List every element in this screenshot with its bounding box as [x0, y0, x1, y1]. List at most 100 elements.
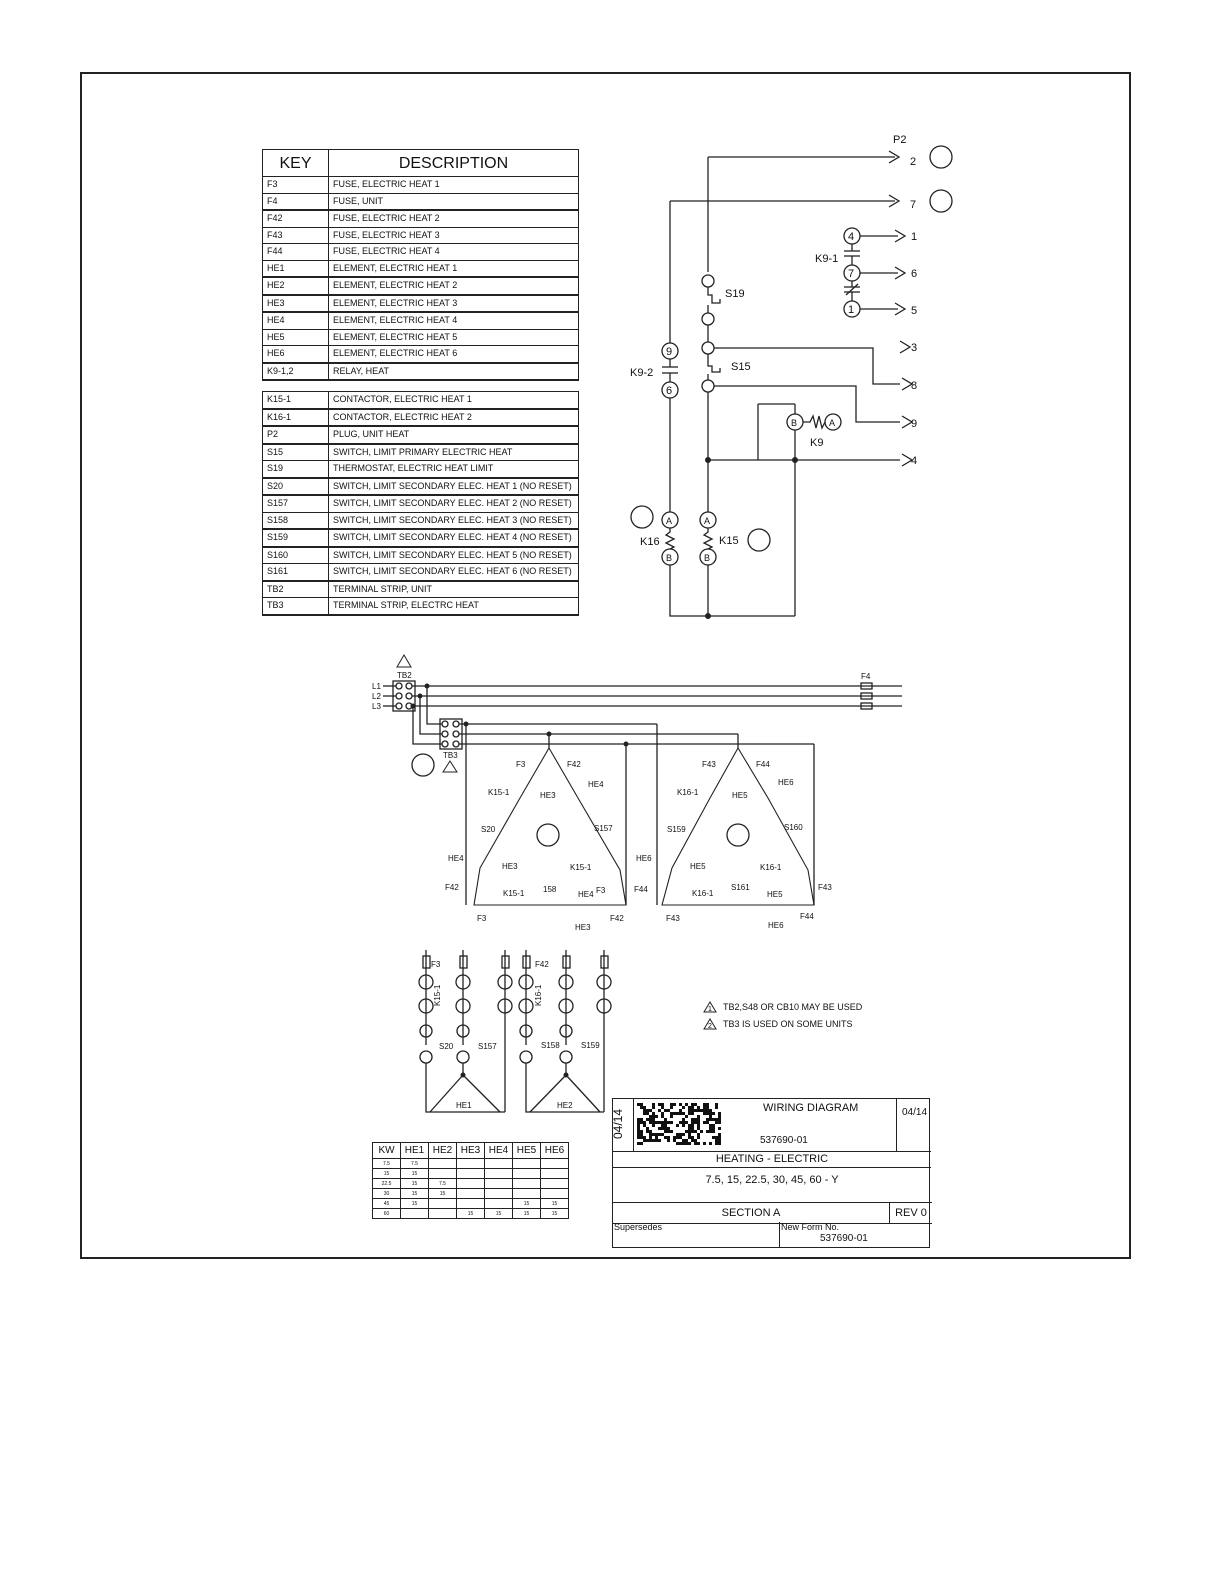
k16-terminal-b: B [666, 553, 672, 563]
kw-cell [512, 1178, 541, 1189]
key-code: HE1 [262, 259, 329, 278]
kw-cell [512, 1188, 541, 1199]
kw-cell: 45 [372, 1198, 401, 1209]
date-label: 04/14 [902, 1107, 928, 1118]
lower-he2: HE2 [557, 1101, 573, 1110]
kw-header: HE5 [512, 1142, 541, 1159]
kw-cell [428, 1168, 457, 1179]
kw-cell [484, 1168, 513, 1179]
d1-f42-left: F42 [445, 883, 459, 892]
pin-4: 4 [911, 455, 917, 467]
kw-cell [456, 1158, 485, 1169]
drawing-border [80, 72, 1131, 1259]
d2-f44: F44 [756, 760, 770, 769]
d1-he3-bottom: HE3 [575, 923, 591, 932]
key-description: ELEMENT, ELECTRIC HEAT 3 [328, 294, 579, 313]
key-header: KEY [262, 149, 329, 177]
kw-cell: 22.5 [372, 1178, 401, 1189]
key-code: K9-1,2 [262, 362, 329, 381]
pin-7: 7 [910, 199, 916, 211]
lower-k15-1: K15-1 [433, 984, 442, 1006]
d2-he5-bottom: HE5 [767, 890, 783, 899]
kw-cell [540, 1178, 569, 1189]
d1-he4-left: HE4 [448, 854, 464, 863]
d2-f43-right: F43 [818, 883, 832, 892]
d2-he6-bottom: HE6 [768, 921, 784, 930]
key-description: ELEMENT, ELECTRIC HEAT 6 [328, 345, 579, 364]
part-number: 537690-01 [760, 1135, 808, 1146]
title-label: WIRING DIAGRAM [763, 1102, 859, 1114]
d2-s159: S159 [667, 825, 686, 834]
kw-cell: 15 [400, 1188, 429, 1199]
kw-header: HE2 [428, 1142, 457, 1159]
k9-label: K9 [810, 437, 823, 449]
d2-he6-left: HE6 [636, 854, 652, 863]
key-description: CONTACTOR, ELECTRIC HEAT 2 [328, 408, 579, 427]
key-description: RELAY, HEAT [328, 362, 579, 381]
k9-1-label: K9-1 [815, 253, 838, 265]
kw-cell [540, 1168, 569, 1179]
key-description: SWITCH, LIMIT SECONDARY ELEC. HEAT 3 (NO… [328, 511, 579, 530]
barcode-2d-icon [637, 1103, 721, 1145]
d2-k16-1: K16-1 [677, 788, 699, 797]
kw-cell: 15 [456, 1208, 485, 1219]
supersedes-label: Supersedes [614, 1222, 663, 1232]
subject-label: HEATING - ELECTRIC [613, 1151, 931, 1168]
kw-cell [512, 1168, 541, 1179]
tb3-label: TB3 [443, 751, 458, 760]
d1-k15-1-bottom: K15-1 [503, 889, 525, 898]
d2-k16-1-right: K16-1 [760, 863, 782, 872]
kw-cell: 7.5 [400, 1158, 429, 1169]
warning-triangle-icon: 1 [703, 1000, 717, 1013]
note-2: 2 TB3 IS USED ON SOME UNITS [703, 1015, 862, 1032]
kw-cell [484, 1188, 513, 1199]
svg-text:1: 1 [708, 1006, 712, 1013]
lower-s159: S159 [581, 1041, 600, 1050]
kw-cell: 60 [372, 1208, 401, 1219]
kw-cell [400, 1208, 429, 1219]
key-code: S20 [262, 477, 329, 496]
tb2-label: TB2 [397, 671, 412, 680]
title-block: 04/14 WIRING DIAGRAM 537690-01 04/14 HEA… [611, 1098, 932, 1248]
k16-terminal-a: A [666, 516, 672, 526]
key-description: SWITCH, LIMIT SECONDARY ELEC. HEAT 6 (NO… [328, 563, 579, 582]
kw-cell [456, 1168, 485, 1179]
l1-label: L1 [372, 682, 381, 691]
p2-label: P2 [893, 134, 906, 146]
kw-cell [540, 1188, 569, 1199]
s15-label: S15 [731, 361, 751, 373]
kw-cell [484, 1158, 513, 1169]
d1-he4-bottom: HE4 [578, 890, 594, 899]
kw-cell [428, 1158, 457, 1169]
d1-f42: F42 [567, 760, 581, 769]
key-description: FUSE, ELECTRIC HEAT 2 [328, 209, 579, 228]
kw-cell: 15 [540, 1208, 569, 1219]
new-form-label: New Form No. [781, 1222, 840, 1232]
pin-3: 3 [911, 342, 917, 354]
k16-label: K16 [640, 536, 660, 548]
kw-cell: 15 [512, 1198, 541, 1209]
key-description: ELEMENT, ELECTRIC HEAT 4 [328, 311, 579, 330]
key-description: TERMINAL STRIP, ELECTRC HEAT [328, 597, 579, 616]
kw-cell: 7.5 [428, 1178, 457, 1189]
kw-cell: 15 [428, 1188, 457, 1199]
d1-he3-left: HE3 [502, 862, 518, 871]
kw-cell [484, 1178, 513, 1189]
k9-2-terminal-6: 6 [666, 385, 672, 397]
kw-cell [456, 1178, 485, 1189]
kw-header: HE3 [456, 1142, 485, 1159]
d2-f43: F43 [702, 760, 716, 769]
section-label: SECTION A [613, 1202, 889, 1224]
